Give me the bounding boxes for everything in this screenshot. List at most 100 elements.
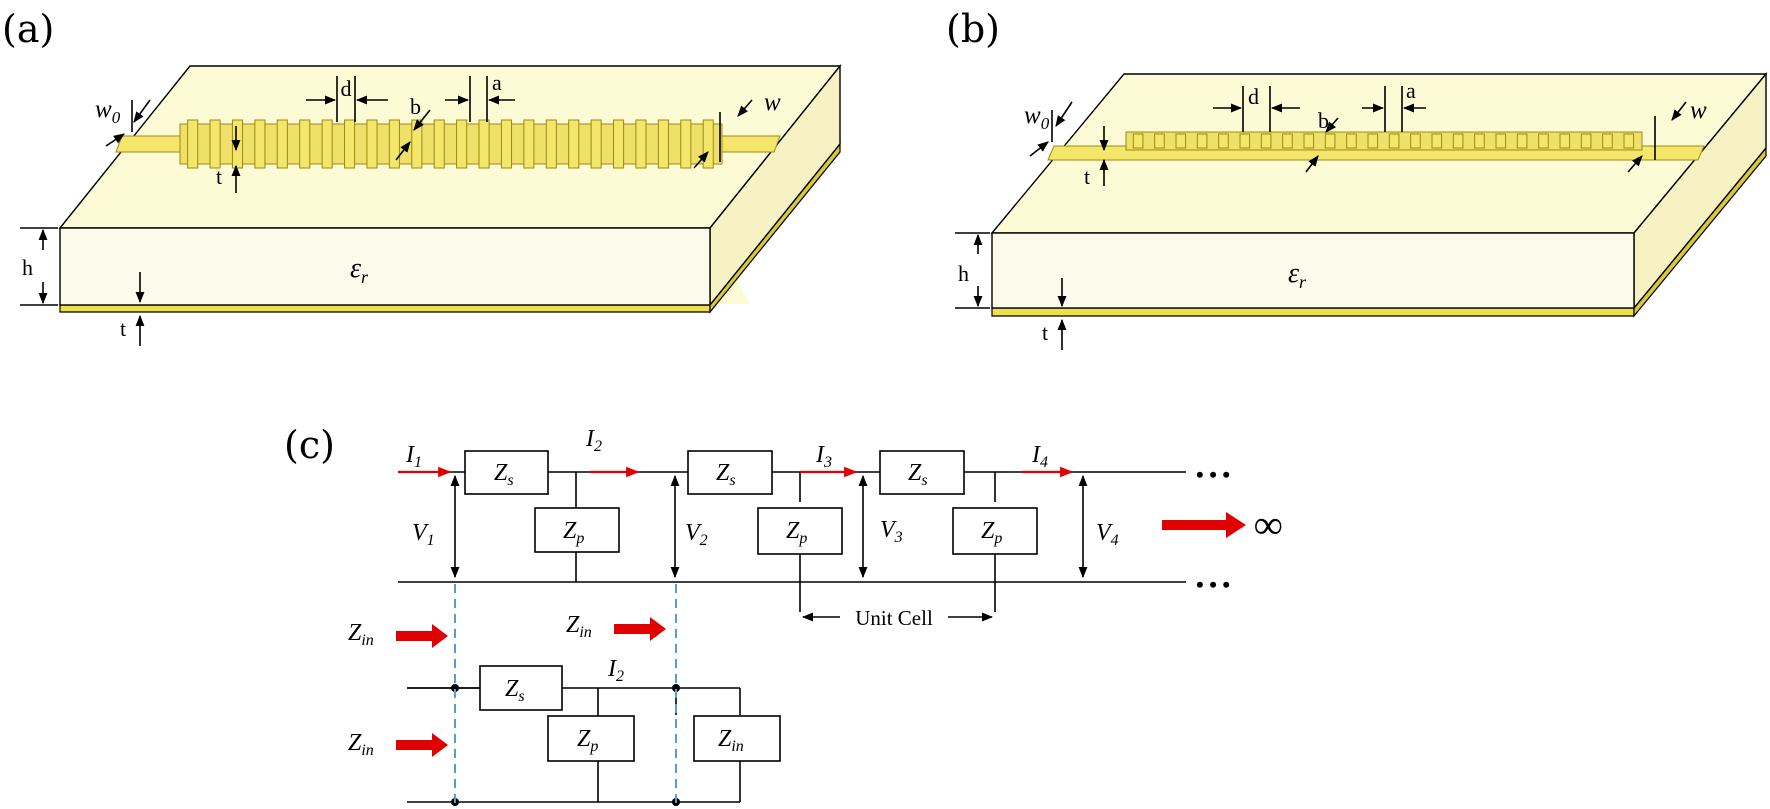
- strip-tooth: [545, 119, 557, 169]
- infinity-symbol: ∞: [1254, 502, 1283, 547]
- strip-tooth: [366, 119, 378, 169]
- zin-label-1: Zin: [348, 620, 374, 649]
- strip-tooth: [1410, 133, 1421, 149]
- strip-tooth: [254, 119, 266, 169]
- strip-tooth: [1132, 133, 1144, 149]
- strip-tooth: [1260, 133, 1272, 149]
- panel-b-label: (b): [946, 7, 1000, 51]
- strip-tooth: [344, 119, 356, 169]
- dimension-lines-a: [20, 76, 753, 346]
- strip-tooth: [657, 119, 669, 169]
- panel-b-microstrip: (b): [946, 7, 1768, 350]
- panel-a-label: (a): [2, 7, 54, 51]
- dim-a-a: a: [492, 70, 502, 95]
- strip-tooth: [1154, 133, 1165, 149]
- zin-arrows: [396, 512, 1246, 757]
- dim-t-bottom-b: t: [1042, 320, 1048, 345]
- strip-tooth: [276, 119, 288, 169]
- zp-label-1: Zp: [563, 518, 584, 547]
- zs-label-2: Zs: [716, 460, 736, 489]
- dim-b-a: b: [410, 94, 421, 119]
- ellipsis-top: • • •: [1196, 462, 1230, 487]
- dim-w-a: w: [764, 89, 781, 116]
- strip-tooth: [1516, 133, 1528, 149]
- strip-tooth: [1452, 133, 1464, 149]
- ground-plane-a: [59, 304, 711, 313]
- strip-tooth: [299, 119, 311, 169]
- strip-tooth: [1474, 133, 1485, 149]
- voltage-label-2: V2: [685, 520, 708, 549]
- strip-tooth: [1602, 133, 1613, 149]
- strip-teeth-b: [1132, 133, 1635, 149]
- zs-label-1: Zs: [494, 460, 514, 489]
- substrate-b-front: [991, 232, 1635, 309]
- dim-h-b: h: [958, 261, 969, 286]
- impedance-boxes: [464, 450, 1038, 762]
- strip-tooth: [680, 119, 692, 169]
- strip-tooth: [523, 119, 535, 169]
- strip-tooth: [702, 119, 714, 169]
- voltage-label-4: V4: [1096, 520, 1119, 549]
- panel-c-label: (c): [284, 423, 335, 467]
- zs-box-1: [464, 450, 549, 495]
- zin-box: [693, 715, 781, 762]
- bottom-current-label: I2: [607, 656, 624, 685]
- zp-label-2: Zp: [786, 518, 807, 547]
- strip-tooth: [1431, 133, 1443, 149]
- zp-box-3: [952, 507, 1038, 555]
- dim-d-a: d: [341, 76, 352, 101]
- infinity-arrow: [1162, 512, 1246, 538]
- ground-plane-b: [991, 307, 1635, 317]
- reference-planes: [454, 584, 677, 804]
- permittivity-a: εr: [350, 253, 369, 287]
- strip-tooth: [1303, 133, 1315, 149]
- strip-tooth: [500, 119, 513, 169]
- zp-label-4: Zp: [577, 726, 598, 755]
- dim-h-a: h: [22, 255, 33, 280]
- strip-tooth: [590, 119, 602, 169]
- strip-tooth: [321, 119, 333, 169]
- current-label-4: I4: [1031, 442, 1048, 471]
- strip-tooth: [635, 119, 647, 169]
- strip-tooth: [388, 119, 400, 169]
- current-label-2: I2: [585, 426, 602, 455]
- substrate-a-front: [59, 227, 711, 306]
- unit-cell-label: Unit Cell: [855, 606, 933, 630]
- current-label-1: I1: [405, 442, 422, 471]
- strip-tooth: [433, 119, 445, 169]
- voltage-label-3: V3: [880, 517, 903, 546]
- strip-tooth: [187, 119, 199, 169]
- zp-label-3: Zp: [981, 518, 1002, 547]
- zs-box-2: [687, 450, 773, 495]
- dim-d-b: d: [1248, 84, 1259, 109]
- strip-tooth: [613, 119, 625, 169]
- ellipsis-bottom: • • •: [1196, 572, 1230, 597]
- zs-box-4: [479, 665, 563, 711]
- strip-tooth: [1495, 133, 1507, 149]
- panel-c-circuit: (c): [284, 423, 1283, 806]
- zs-label-3: Zs: [908, 460, 928, 489]
- zin-label-3: Zin: [348, 730, 374, 759]
- dim-w0-a: w0: [95, 96, 121, 127]
- strip-tooth: [1559, 133, 1571, 149]
- zp-box-1: [534, 507, 620, 553]
- voltage-label-1: V1: [412, 520, 435, 549]
- unit-cell-bg: [840, 603, 948, 631]
- strip-tooth: [1623, 133, 1635, 149]
- dim-w-b: w: [1690, 97, 1707, 124]
- strip-tooth: [1367, 133, 1379, 149]
- strip-tooth: [1196, 133, 1208, 149]
- strip-tooth: [1282, 133, 1293, 149]
- strip-tooth: [209, 119, 221, 169]
- strip-tooth: [1346, 133, 1357, 149]
- strip-tooth: [231, 119, 244, 169]
- zin-label-box: Zin: [718, 726, 744, 755]
- dim-a-b: a: [1406, 78, 1416, 103]
- strip-tooth: [1580, 133, 1592, 149]
- zp-box-2: [757, 507, 843, 555]
- strip-tooth: [1239, 133, 1251, 149]
- strip-teeth-a: [187, 119, 714, 169]
- permittivity-b: εr: [1288, 258, 1307, 292]
- zs-box-3: [879, 450, 965, 495]
